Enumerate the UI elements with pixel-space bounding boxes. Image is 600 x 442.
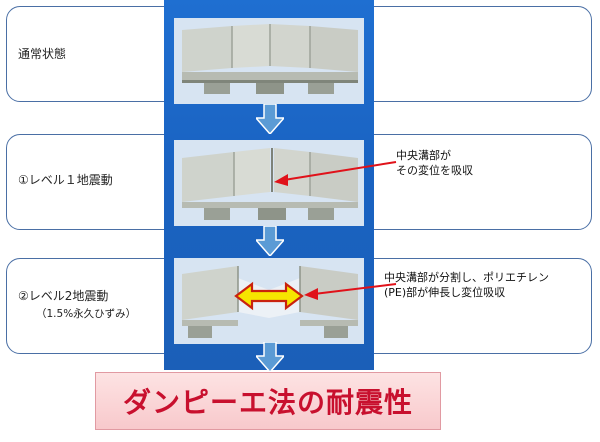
- note-level2-line2: (PE)部が伸長し変位吸収: [384, 286, 506, 299]
- note-level2-line1: 中央溝部が分割し、ポリエチレン: [384, 271, 549, 284]
- page-title: ダンピーエ法の耐震性: [122, 386, 413, 419]
- down-arrow-icon: [256, 104, 284, 134]
- label-level1: ①レベル１地震動: [18, 173, 113, 187]
- note-level1-line2: その変位を吸収: [396, 164, 473, 177]
- title-banner: ダンピーエ法の耐震性: [95, 372, 441, 430]
- photo-level2: [174, 258, 364, 344]
- photo-level1: [174, 140, 364, 226]
- note-level1: 中央溝部が その変位を吸収: [396, 148, 473, 178]
- note-level1-line1: 中央溝部が: [396, 149, 451, 162]
- down-arrow-icon: [256, 226, 284, 256]
- label-level2: ②レベル2地震動: [18, 289, 109, 303]
- double-arrow-icon: [234, 281, 304, 311]
- photo-panel: [164, 0, 374, 370]
- photo-normal-state: [174, 18, 364, 104]
- down-arrow-icon: [256, 342, 284, 372]
- callout-arrow-level1: [274, 161, 397, 186]
- label-level2-sub: （1.5%永久ひずみ）: [36, 308, 137, 320]
- label-normal: 通常状態: [18, 47, 67, 61]
- note-level2: 中央溝部が分割し、ポリエチレン (PE)部が伸長し変位吸収: [384, 270, 549, 300]
- callout-arrow-level2: [304, 283, 397, 300]
